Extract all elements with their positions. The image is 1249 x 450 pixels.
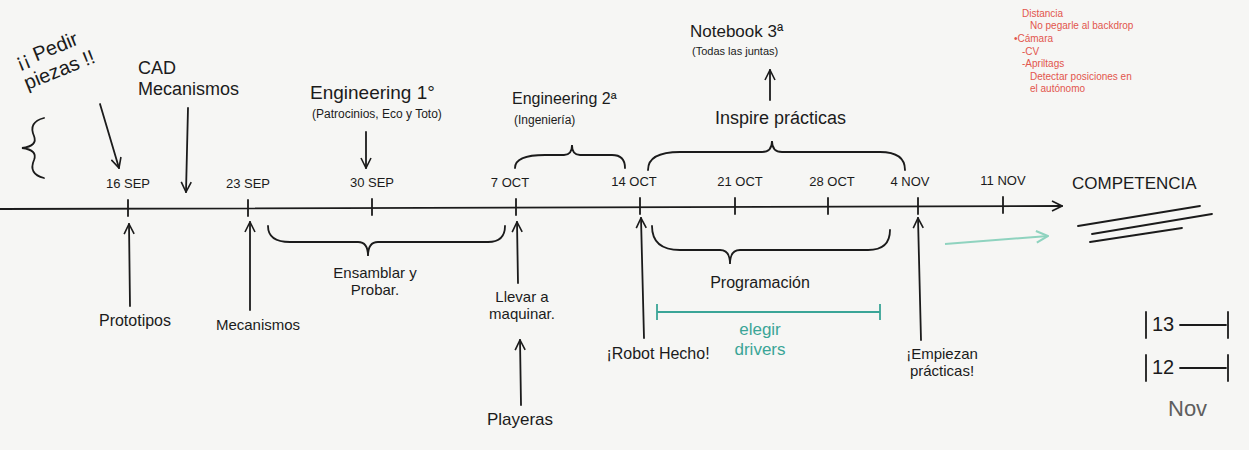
note-text: -Apriltags bbox=[1022, 58, 1064, 70]
date-label: 7 OCT bbox=[478, 176, 542, 191]
span-bracket bbox=[652, 226, 890, 264]
pointer-arrow bbox=[100, 104, 119, 168]
phase-label: Programación bbox=[685, 274, 835, 292]
note-text: (Ingeniería) bbox=[514, 114, 575, 128]
date-label: 23 SEP bbox=[216, 177, 280, 192]
note-text: CAD Mecanismos bbox=[138, 58, 250, 99]
time-axis bbox=[0, 206, 1062, 209]
date-label: 21 OCT bbox=[708, 175, 772, 190]
pointer-arrow bbox=[129, 224, 130, 306]
phase-label: Ensamblar y Probar. bbox=[327, 264, 423, 299]
span-bracket bbox=[648, 141, 905, 170]
note-text: ¡¡ Pedir piezas !! bbox=[12, 8, 139, 95]
range-mark bbox=[1146, 312, 1228, 338]
pointer-arrow bbox=[520, 340, 521, 405]
date-number: 13 bbox=[1152, 313, 1174, 336]
note-text: No pegarle al backdrop bbox=[1030, 20, 1133, 32]
date-number: 12 bbox=[1152, 356, 1174, 379]
note-text: Distancia bbox=[1022, 8, 1063, 20]
month-label: Nov bbox=[1168, 396, 1207, 421]
note-text: -CV bbox=[1022, 46, 1039, 58]
note-text: Detectar posiciones en el autónomo bbox=[1030, 71, 1142, 94]
phase-label: elegir drivers bbox=[720, 320, 800, 359]
pointer-arrow bbox=[918, 218, 921, 340]
span-bracket bbox=[268, 226, 505, 256]
date-label: 16 SEP bbox=[96, 177, 160, 192]
milestone-label: ¡Empiezan prácticas! bbox=[886, 345, 998, 380]
tick-marks bbox=[128, 197, 1003, 216]
date-label: 11 NOV bbox=[971, 174, 1035, 189]
milestone-label: Mecanismos bbox=[198, 316, 318, 333]
pointer-arrow bbox=[249, 222, 251, 310]
pointer-arrow bbox=[365, 132, 367, 168]
milestone-label: Prototipos bbox=[80, 312, 190, 330]
pointer-arrow bbox=[186, 108, 188, 192]
range-mark bbox=[1146, 355, 1228, 381]
date-label: 14 OCT bbox=[602, 175, 666, 190]
pointer-arrow bbox=[641, 218, 644, 338]
heading-text: Engineering 1° bbox=[310, 82, 435, 104]
heading-text: Inspire prácticas bbox=[715, 108, 846, 129]
pointer-arrow bbox=[945, 236, 1048, 244]
milestone-label: Playeras bbox=[465, 410, 575, 430]
brace bbox=[22, 118, 44, 178]
milestone-label: ¡Robot Hecho! bbox=[593, 345, 723, 363]
date-label: 4 NOV bbox=[878, 175, 942, 190]
pointer-arrow bbox=[517, 222, 518, 283]
note-text: •Cámara bbox=[1014, 33, 1053, 45]
date-label: 30 SEP bbox=[340, 176, 404, 191]
milestone-label: Llevar a maquinar. bbox=[476, 288, 568, 323]
note-text: (Patrocinios, Eco y Toto) bbox=[312, 108, 442, 122]
range-line bbox=[657, 304, 880, 320]
note-text: (Todas las juntas) bbox=[692, 45, 778, 58]
heading-text: Engineering 2ª bbox=[512, 90, 617, 108]
date-label: 28 OCT bbox=[800, 175, 864, 190]
pointer-arrow bbox=[769, 70, 771, 100]
goal-label: COMPETENCIA bbox=[1072, 174, 1197, 194]
span-bracket bbox=[515, 145, 625, 168]
underline bbox=[1078, 206, 1212, 242]
heading-text: Notebook 3ª bbox=[690, 22, 783, 42]
